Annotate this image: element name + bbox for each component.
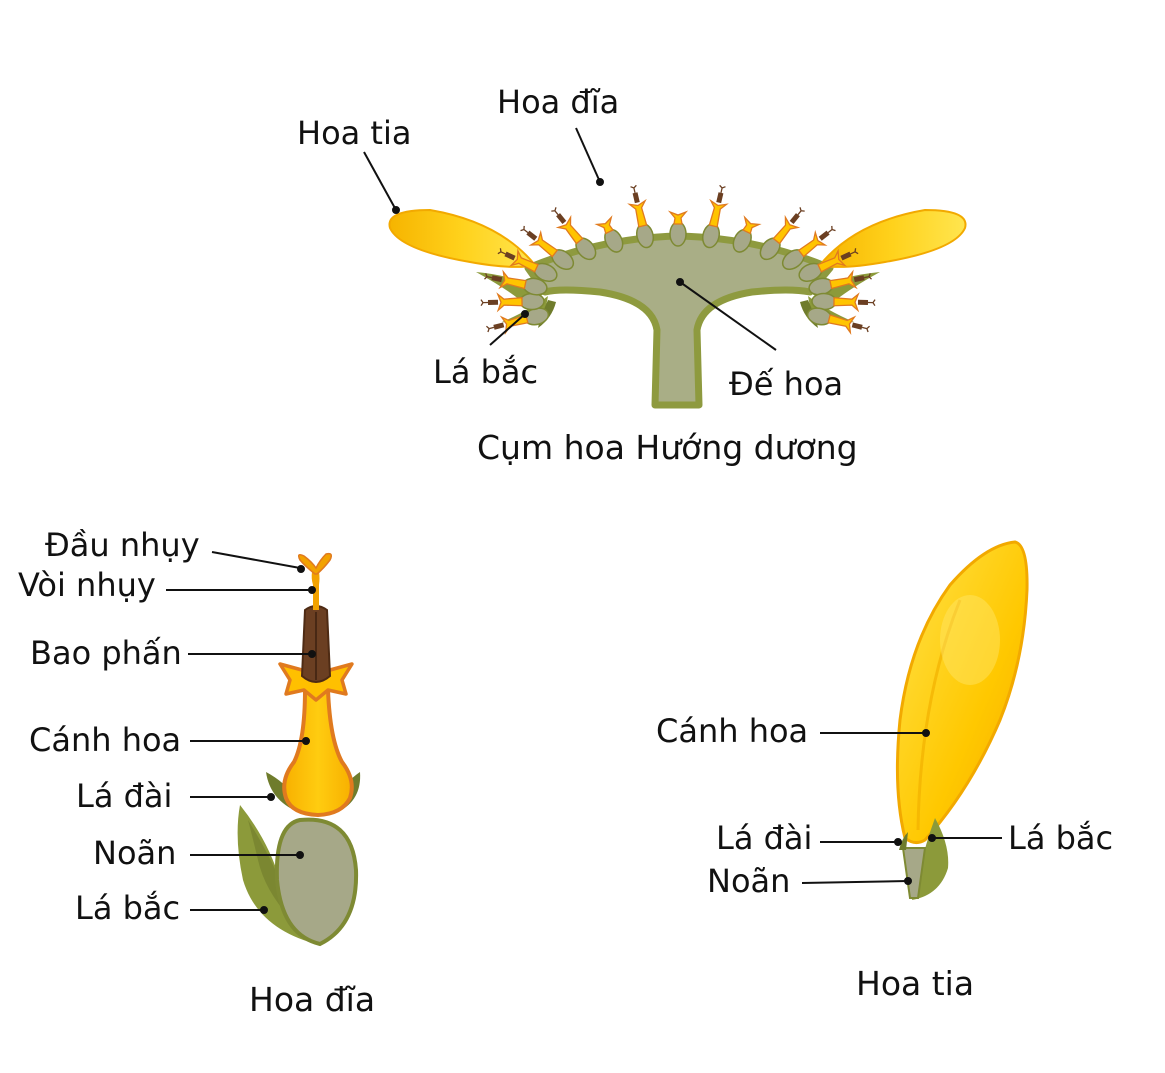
ray-flower-leaders (801, 729, 1002, 885)
disc-floret (667, 210, 689, 247)
disc-floret (798, 248, 859, 282)
disc-floret (594, 215, 624, 253)
disc-floret (732, 215, 762, 253)
disc-floret (497, 248, 558, 282)
label-disc-sepal: Lá đài (76, 777, 173, 815)
inflorescence-leaders (363, 127, 777, 351)
disc-floret (520, 225, 575, 270)
disc-ovary-shape (274, 817, 359, 947)
disc-floret (701, 184, 729, 249)
label-stigma: Đầu nhụy (45, 526, 200, 564)
label-disc-ovary: Noãn (93, 834, 177, 872)
label-style: Vòi nhụy (18, 566, 156, 604)
disc-floret (480, 292, 545, 313)
disc-floret (808, 269, 872, 296)
label-anther: Bao phấn (30, 634, 182, 672)
disc-floret (551, 207, 597, 261)
disc-stigma-shape (297, 552, 333, 575)
disc-floret (759, 207, 805, 261)
ray-flower-drawing (895, 540, 1029, 900)
label-ray-bract: Lá bắc (1008, 819, 1114, 857)
inflorescence-drawing (388, 184, 967, 409)
disc-flower-drawing (237, 552, 361, 947)
caption-ray-flower: Hoa tia (856, 964, 975, 1003)
disc-flower-leaders (166, 551, 316, 914)
label-ray-ovary: Noãn (707, 862, 791, 900)
disc-floret (627, 184, 655, 249)
label-disc-bract: Lá bắc (75, 889, 181, 927)
caption-disc-flower: Hoa đĩa (249, 980, 376, 1019)
caption-inflorescence: Cụm hoa Hướng dương (477, 428, 858, 467)
ray-flower-petal-shape (895, 540, 1029, 845)
disc-floret (811, 292, 876, 313)
label-ray-flower: Hoa tia (297, 114, 412, 152)
label-ray-petal: Cánh hoa (656, 712, 809, 750)
disc-floret (781, 225, 836, 270)
disc-corolla-shape (282, 688, 354, 817)
label-disc-petal: Cánh hoa (29, 721, 182, 759)
label-receptacle: Đế hoa (729, 365, 844, 403)
label-disc-flower: Hoa đĩa (497, 83, 620, 121)
disc-floret (806, 307, 871, 335)
label-ray-sepal: Lá đài (716, 819, 813, 857)
disc-floret (484, 269, 548, 296)
ray-flower-sepal-shape (899, 832, 908, 850)
label-bract: Lá bắc (433, 353, 539, 391)
